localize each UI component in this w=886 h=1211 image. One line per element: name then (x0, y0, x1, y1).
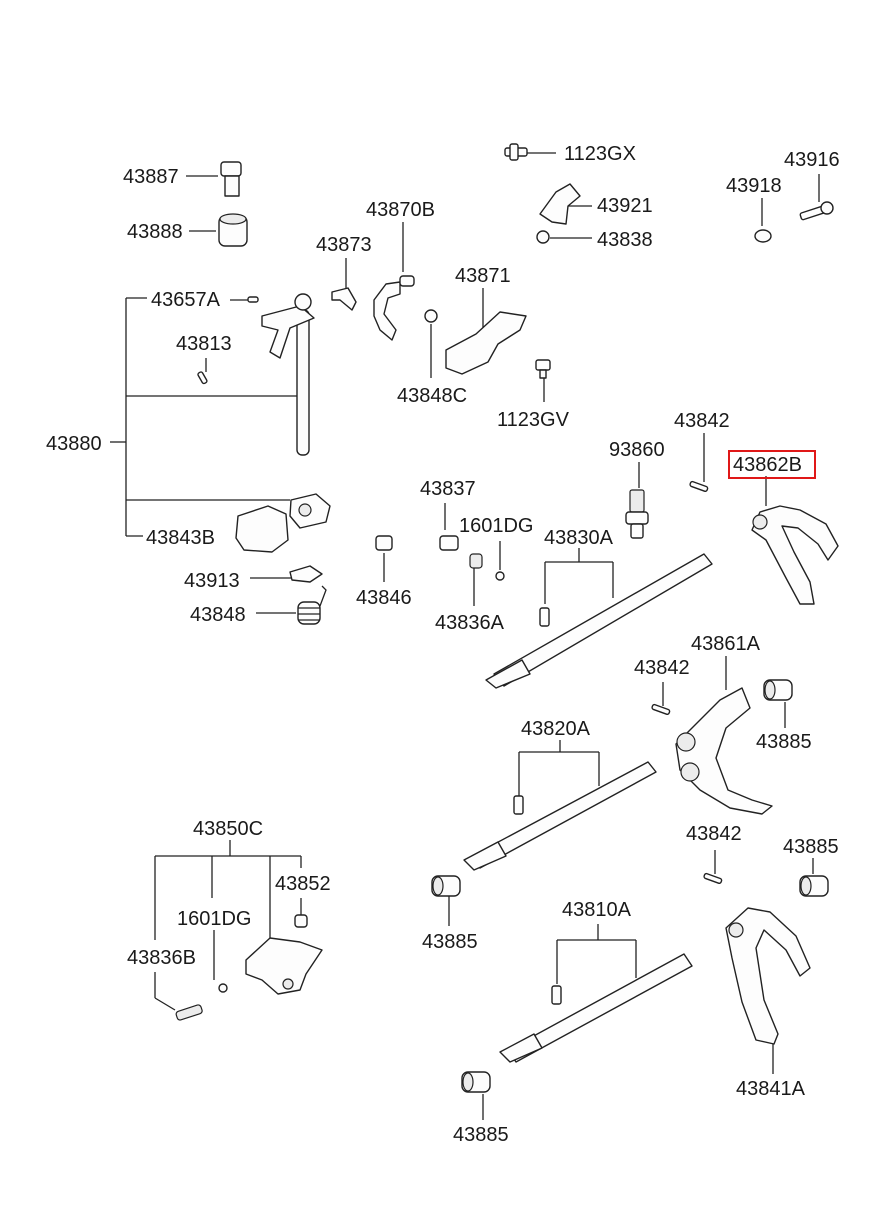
part-1601DG-ball (495, 571, 505, 581)
part-43842-pin-b (651, 703, 671, 716)
part-43918-washer (754, 229, 772, 243)
label-43836A[interactable]: 43836A (435, 612, 505, 634)
label-43862B[interactable]: 43862B (733, 454, 802, 476)
label-43885-c[interactable]: 43885 (783, 836, 839, 858)
label-43871[interactable]: 43871 (455, 265, 511, 287)
part-43870B-lever (373, 275, 415, 341)
label-43887[interactable]: 43887 (123, 166, 179, 188)
label-43848C[interactable]: 43848C (397, 385, 467, 407)
label-43846[interactable]: 43846 (356, 587, 412, 609)
label-1123GV[interactable]: 1123GV (497, 409, 570, 431)
label-43918[interactable]: 43918 (726, 175, 782, 197)
label-43885-d[interactable]: 43885 (453, 1124, 509, 1146)
label-43861A[interactable]: 43861A (691, 633, 761, 655)
part-1123GX-bolt (504, 143, 528, 161)
part-43885-bushing-d (461, 1071, 491, 1093)
part-43852-plug (294, 914, 308, 928)
part-43838-nut (536, 230, 550, 244)
part-43861A-fork (675, 687, 773, 815)
part-43921-bracket (539, 183, 581, 225)
label-43873[interactable]: 43873 (316, 234, 372, 256)
part-93860-switch (625, 489, 649, 539)
part-43836B-spring (175, 1004, 203, 1021)
part-43842-pin-c (703, 872, 723, 885)
part-43848C-spring (424, 309, 438, 323)
part-43916-bolt (799, 201, 834, 221)
label-43852[interactable]: 43852 (275, 873, 331, 895)
part-43820A-shaft (463, 761, 657, 871)
label-1601DG-a[interactable]: 1601DG (459, 515, 534, 537)
label-43842-c[interactable]: 43842 (686, 823, 742, 845)
part-43880-shift-shaft (261, 293, 331, 529)
label-1123GX[interactable]: 1123GX (564, 143, 636, 165)
part-43871-bracket (445, 311, 527, 375)
label-43838[interactable]: 43838 (597, 229, 653, 251)
label-93860[interactable]: 93860 (609, 439, 665, 461)
label-1601DG-b[interactable]: 1601DG (177, 908, 252, 930)
part-43887-bolt (220, 161, 242, 197)
part-43842-pin-a (689, 480, 709, 493)
parts (175, 143, 839, 1093)
part-43888-bushing (218, 213, 248, 247)
part-43843B-block (235, 505, 289, 553)
label-43841A[interactable]: 43841A (736, 1078, 806, 1100)
label-43842-b[interactable]: 43842 (634, 657, 690, 679)
part-1123GV-bolt (535, 359, 551, 379)
part-43846-plug (375, 535, 393, 551)
label-43885-b[interactable]: 43885 (422, 931, 478, 953)
part-labels: 43887 43888 43870B 43873 43871 43657A 43… (46, 143, 840, 1146)
label-43913[interactable]: 43913 (184, 570, 240, 592)
part-43848-spring (297, 585, 327, 625)
label-43843B[interactable]: 43843B (146, 527, 215, 549)
part-43873-clip (331, 287, 357, 311)
part-43657A-pin (247, 296, 259, 303)
label-43848[interactable]: 43848 (190, 604, 246, 626)
part-43913-clip (289, 565, 323, 583)
label-43830A[interactable]: 43830A (544, 527, 614, 549)
label-43888[interactable]: 43888 (127, 221, 183, 243)
part-43830A-shaft (485, 553, 713, 689)
part-43862B-fork (751, 505, 839, 605)
part-43850C-plate (245, 937, 323, 995)
label-43810A[interactable]: 43810A (562, 899, 632, 921)
label-43916[interactable]: 43916 (784, 149, 840, 171)
label-43880[interactable]: 43880 (46, 433, 102, 455)
label-43870B[interactable]: 43870B (366, 199, 435, 221)
part-43885-bushing-a (763, 679, 793, 701)
label-43836B[interactable]: 43836B (127, 947, 196, 969)
label-43813[interactable]: 43813 (176, 333, 232, 355)
label-43657A[interactable]: 43657A (151, 289, 221, 311)
label-43842-a[interactable]: 43842 (674, 410, 730, 432)
part-1601DG-ball-b (218, 983, 228, 993)
part-43810A-shaft (499, 953, 693, 1063)
highlight-box (728, 450, 816, 479)
part-43885-bushing-b (431, 875, 461, 897)
part-43813-pin (197, 371, 208, 385)
part-43841A-fork (725, 907, 811, 1045)
part-43885-bushing-c (799, 875, 829, 897)
label-43850C[interactable]: 43850C (193, 818, 263, 840)
part-43836A-spring (469, 553, 483, 569)
label-43921[interactable]: 43921 (597, 195, 653, 217)
part-43837-plug (439, 535, 459, 551)
label-43820A[interactable]: 43820A (521, 718, 591, 740)
label-43885-a[interactable]: 43885 (756, 731, 812, 753)
label-43837[interactable]: 43837 (420, 478, 476, 500)
